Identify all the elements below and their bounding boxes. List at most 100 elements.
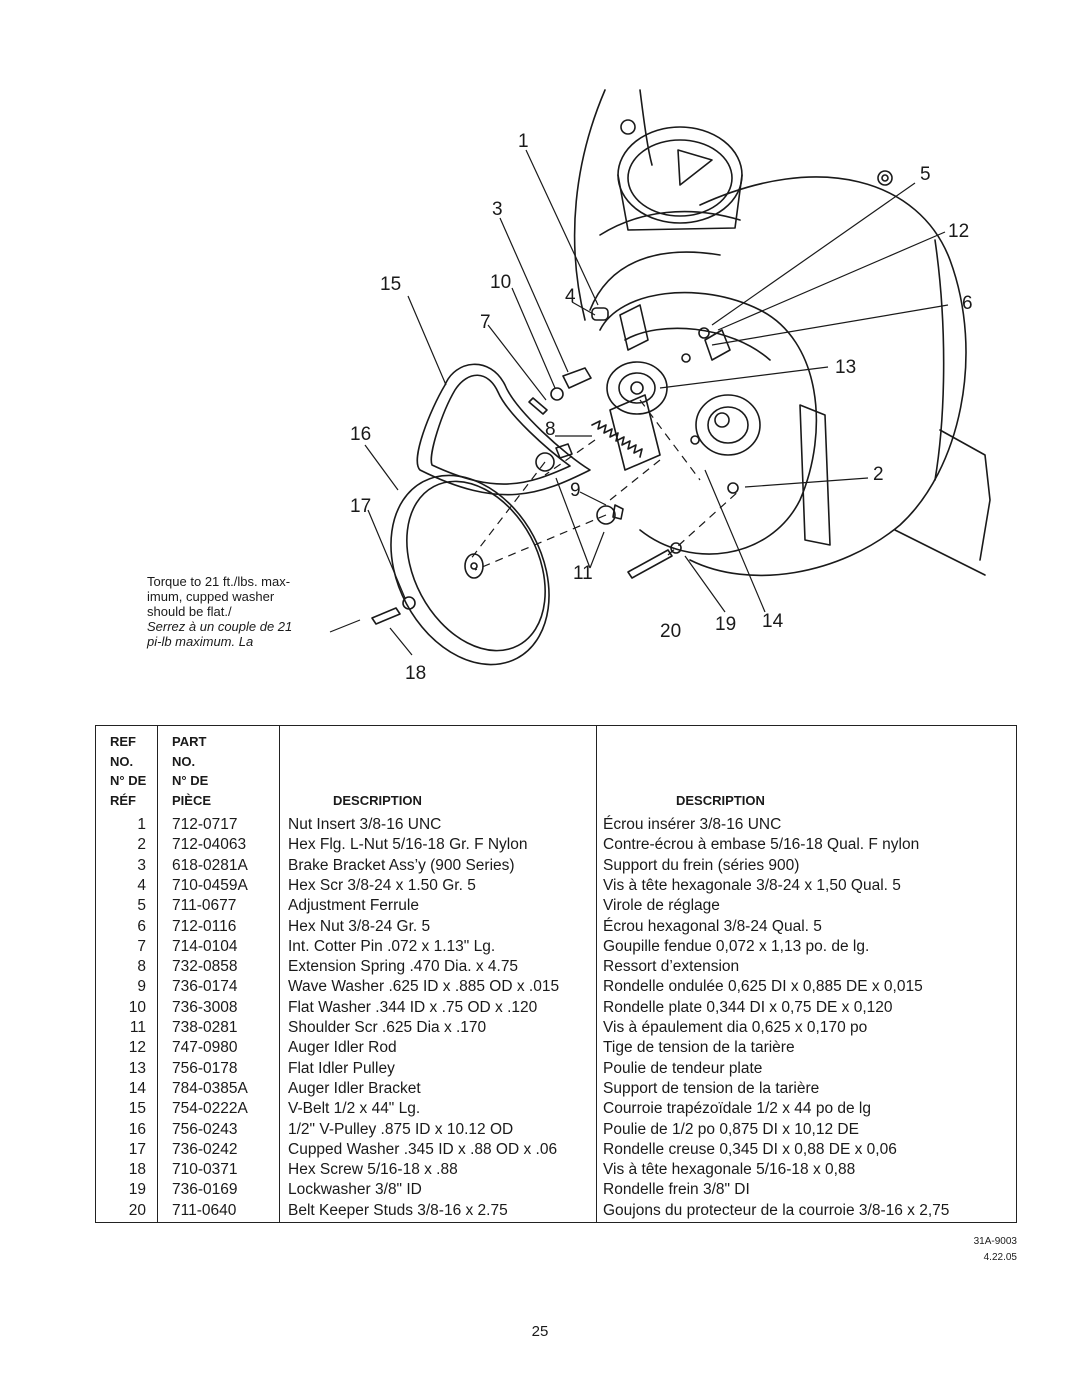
part-no-cell: 738-0281 <box>172 1019 238 1036</box>
exploded-parts-diagram <box>329 89 991 666</box>
ref-cell: 16 <box>128 1120 146 1138</box>
part-no-cell: 712-04063 <box>172 836 247 854</box>
callout-19: 19 <box>715 614 737 635</box>
callout-2: 2 <box>873 464 884 485</box>
description-en-cell: Hex Scr 3/8-24 x 1.50 Gr. 5 <box>288 876 476 894</box>
ref-cell: 17 <box>128 1140 146 1158</box>
parts-table: REF NO. N° DE RÉF PART NO. N° DE PIÈCE D… <box>95 725 1017 1223</box>
description-fr-cell: Support de tension de la tarière <box>603 1079 820 1097</box>
description-en-cell: Cupped Washer .345 ID x .88 OD x .06 <box>288 1140 558 1158</box>
description-en-cell: Shoulder Scr .625 Dia x .170 <box>288 1019 487 1036</box>
torque-note-fr-1: Serrez à un couple de 21 <box>147 619 293 634</box>
description-fr-cell: Rondelle creuse 0,345 DI x 0,88 DE x 0,0… <box>603 1140 897 1158</box>
ref-cell: 5 <box>137 897 146 915</box>
description-fr-cell: Virole de réglage <box>603 897 720 915</box>
part-no-cell: 711-0640 <box>172 1201 237 1219</box>
callout-18: 18 <box>405 663 427 684</box>
part-no-cell: 747-0980 <box>172 1039 238 1057</box>
v-belt <box>416 363 591 496</box>
ref-cell: 4 <box>137 876 146 894</box>
part-no-cell: 710-0371 <box>172 1161 238 1179</box>
ref-cell: 6 <box>137 917 146 935</box>
ref-cell: 14 <box>128 1079 146 1097</box>
description-fr-cell: Goupille fendue 0,072 x 1,13 po. de lg. <box>603 937 870 955</box>
callout-4: 4 <box>565 286 576 307</box>
ref-cell: 20 <box>128 1201 146 1219</box>
ref-cell: 11 <box>129 1019 146 1036</box>
description-fr-cell: Vis à épaulement dia 0,625 x 0,170 po <box>603 1019 868 1036</box>
callout-13: 13 <box>835 357 857 378</box>
description-en-cell: Auger Idler Bracket <box>288 1079 421 1097</box>
torque-note: Torque to 21 ft./lbs. max- imum, cupped … <box>147 574 347 649</box>
header-ref: REF NO. N° DE RÉF <box>110 734 147 808</box>
torque-note-en-3: should be flat./ <box>147 604 232 619</box>
description-en-cell: Extension Spring .470 Dia. x 4.75 <box>288 958 519 976</box>
ref-cell: 3 <box>137 856 146 874</box>
callout-15: 15 <box>380 274 402 295</box>
ref-cell: 15 <box>128 1100 146 1118</box>
table-row: 6 712-0116 Hex Nut 3/8-24 Gr. 5 Écrou hexag… <box>96 917 1016 937</box>
hex-screw <box>371 607 401 625</box>
description-en-cell: Belt Keeper Studs 3/8-16 x 2.75 <box>288 1201 508 1219</box>
callout-7: 7 <box>480 312 491 333</box>
wave-washer <box>555 443 573 459</box>
torque-note-en-2: imum, cupped washer <box>147 589 275 604</box>
description-en-cell: Flat Idler Pulley <box>288 1059 395 1077</box>
description-fr-cell: Écrou hexagonal 3/8-24 Qual. 5 <box>603 917 822 935</box>
callout-6: 6 <box>962 293 973 314</box>
description-fr-cell: Vis à tête hexagonale 3/8-24 x 1,50 Qual… <box>603 876 901 894</box>
callout-5: 5 <box>920 164 931 185</box>
auger-housing <box>573 89 991 577</box>
v-pulley <box>390 474 550 666</box>
ref-cell: 19 <box>128 1181 146 1199</box>
shoulder-screw-a <box>535 452 555 472</box>
ref-cell: 8 <box>137 958 146 976</box>
part-no-cell: 756-0178 <box>172 1059 238 1077</box>
flat-washer <box>550 387 564 401</box>
doc-code: 31A-9003 <box>973 1236 1017 1247</box>
page-number: 25 <box>531 1323 549 1340</box>
cotter-pin <box>528 397 548 415</box>
description-en-cell: Lockwasher 3/8" ID <box>288 1181 422 1199</box>
description-en-cell: Brake Bracket Ass’y (900 Series) <box>288 856 515 874</box>
description-fr-cell: Support du frein (séries 900) <box>603 856 800 874</box>
table-row: 5 711-0677 Adjustment Ferrule Virole de rég… <box>96 896 1016 916</box>
torque-note-fr-2: pi-lb maximum. La <box>147 634 254 649</box>
callout-17: 17 <box>350 496 372 517</box>
ref-cell: 13 <box>128 1059 146 1077</box>
callout-16: 16 <box>350 424 372 445</box>
part-no-cell: 736-3008 <box>172 998 238 1016</box>
part-no-cell: 736-0174 <box>172 978 238 996</box>
cupped-washer <box>402 596 416 610</box>
description-en-cell: V-Belt 1/2 x 44" Lg. <box>288 1100 421 1118</box>
description-fr-cell: Écrou insérer 3/8-16 UNC <box>603 816 782 833</box>
torque-note-en-1: Torque to 21 ft./lbs. max- <box>147 574 291 589</box>
part-no-cell: 754-0222A <box>172 1100 248 1118</box>
description-fr-cell: Rondelle plate 0,344 DI x 0,75 DE x 0,12… <box>603 998 893 1016</box>
part-no-cell: 784-0385A <box>172 1079 248 1097</box>
description-en-cell: Adjustment Ferrule <box>288 897 419 915</box>
table-row: 14 784-0385A Auger Idler Bracket Support de… <box>96 1079 1016 1099</box>
part-no-cell: 711-0677 <box>172 897 237 915</box>
description-fr-cell: Poulie de 1/2 po 0,875 DI x 10,12 DE <box>603 1120 859 1138</box>
description-en-cell: Int. Cotter Pin .072 x 1.13" Lg. <box>288 937 496 955</box>
callout-20: 20 <box>660 621 682 642</box>
ref-cell: 9 <box>137 978 146 996</box>
brake-bracket <box>562 367 592 389</box>
part-no-cell: 712-0717 <box>172 816 238 833</box>
description-en-cell: Hex Nut 3/8-24 Gr. 5 <box>288 917 431 935</box>
part-no-cell: 712-0116 <box>172 917 237 935</box>
idler-assembly <box>606 304 831 546</box>
part-no-cell: 756-0243 <box>172 1120 238 1138</box>
description-fr-cell: Vis à tête hexagonale 5/16-18 x 0,88 <box>603 1161 856 1179</box>
part-no-cell: 736-0169 <box>172 1181 238 1199</box>
